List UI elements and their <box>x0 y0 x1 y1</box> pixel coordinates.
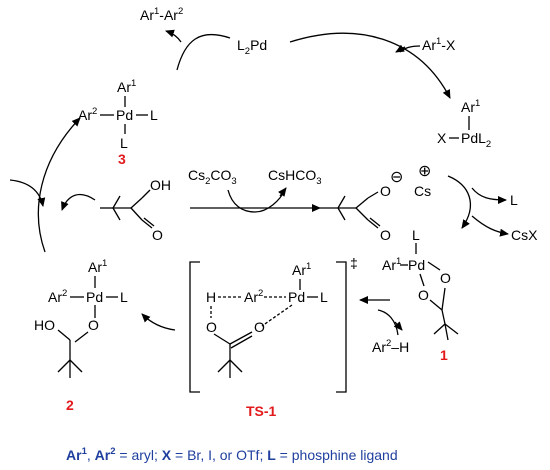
svg-text:OH: OH <box>150 177 171 193</box>
ts-bracket-left <box>189 261 200 393</box>
complex-1: L Ar1 Pd O O <box>382 227 459 341</box>
svg-text:Ar1: Ar1 <box>292 261 311 278</box>
legend-caption: Ar1, Ar2 = aryl; X = Br, I, or OTf; L = … <box>66 446 398 463</box>
ts-label: TS-1 <box>246 403 277 419</box>
cesium-bicarbonate: CsHCO3 <box>268 167 322 187</box>
arrow-protonation-cycle <box>37 117 81 253</box>
svg-text:⊖: ⊖ <box>390 169 403 186</box>
svg-text:L: L <box>120 135 128 151</box>
svg-text:O: O <box>440 270 451 286</box>
svg-text:PdL2: PdL2 <box>461 130 491 150</box>
ts-bracket-right <box>336 261 347 393</box>
svg-text:HO: HO <box>34 317 55 333</box>
svg-text:X: X <box>437 130 447 146</box>
svg-text:O: O <box>152 227 163 243</box>
arrow-oxidative-addition <box>289 32 451 99</box>
arrow-ligand-loss <box>471 187 507 204</box>
arrow-arene-input <box>377 309 399 336</box>
arrow-base-curve <box>227 189 286 213</box>
svg-text:Ar1: Ar1 <box>88 258 107 275</box>
svg-text:Ar2: Ar2 <box>78 106 97 123</box>
svg-text:Ar1: Ar1 <box>382 256 401 273</box>
svg-text:L: L <box>150 107 158 123</box>
arrow-acid-in-a <box>9 179 46 207</box>
svg-text:Ar2: Ar2 <box>244 288 263 305</box>
arrow-arx-input <box>399 45 421 53</box>
svg-text:O: O <box>380 227 391 243</box>
svg-text:L: L <box>320 289 328 305</box>
compound-label-1: 1 <box>440 347 448 363</box>
cesium-halide: CsX <box>511 227 538 243</box>
svg-text:O: O <box>254 319 265 335</box>
svg-text:⊕: ⊕ <box>418 163 431 180</box>
svg-text:Pd: Pd <box>288 289 305 305</box>
transition-state: Ar1 H Ar2 Pd L O O <box>206 261 328 378</box>
arrow-acid-in-b <box>61 193 96 211</box>
pd0-catalyst: L2Pd <box>237 37 267 57</box>
arrow-cmd <box>141 313 176 331</box>
compound-label-2: 2 <box>66 397 74 413</box>
svg-text:O: O <box>88 317 99 333</box>
complex-2: Ar1 Ar2 Pd L O HO <box>34 258 128 378</box>
svg-text:Pd: Pd <box>116 107 133 123</box>
svg-text:Pd: Pd <box>86 289 103 305</box>
cesium-pivalate: O O ⊖ Cs ⊕ <box>320 163 431 243</box>
released-ligand: L <box>510 192 518 208</box>
svg-text:Pd: Pd <box>408 257 425 273</box>
svg-text:L: L <box>120 289 128 305</box>
svg-text:Cs: Cs <box>414 183 431 199</box>
transition-state-symbol: ‡ <box>350 255 358 271</box>
svg-text:O: O <box>380 183 391 199</box>
svg-text:Ar1: Ar1 <box>461 98 480 115</box>
svg-text:Ar2: Ar2 <box>48 288 67 305</box>
svg-text:L: L <box>412 227 420 243</box>
arrow-product-release <box>165 29 182 43</box>
aryl-halide-reagent: Ar1-X <box>422 36 456 53</box>
arrow-reductive-elimination <box>176 33 231 71</box>
reductive-elimination-product: Ar1-Ar2 <box>140 6 183 23</box>
pivalic-acid: OH O <box>100 177 171 243</box>
svg-text:H: H <box>206 289 216 305</box>
arrow-csx-loss <box>471 215 509 237</box>
complex-3: Ar1 Ar2 Pd L L <box>78 78 158 151</box>
arrow-ligand-exchange <box>447 175 472 229</box>
svg-text:O: O <box>206 319 217 335</box>
compound-label-3: 3 <box>118 151 126 167</box>
arene-reagent: Ar2–H <box>372 338 409 355</box>
svg-text:Ar1: Ar1 <box>117 78 136 95</box>
oxidative-addition-intermediate: Ar1 X PdL2 <box>437 98 491 150</box>
svg-text:O: O <box>418 287 429 303</box>
cesium-carbonate: Cs2CO3 <box>188 167 237 187</box>
